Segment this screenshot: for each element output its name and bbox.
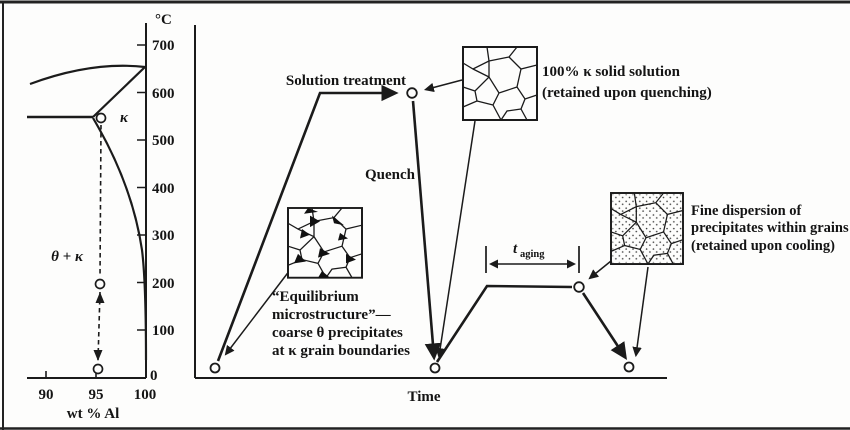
aging-temp-point — [94, 278, 106, 290]
annotation-line: at κ grain boundaries — [272, 343, 410, 359]
y-tick-400: 400 — [152, 181, 175, 197]
phase-diagram: °C 700 600 500 400 300 200 100 0 90 95 1… — [27, 12, 175, 422]
y-tick-700: 700 — [152, 38, 175, 54]
arrow-fine-box-to-final-point — [632, 266, 649, 358]
theta-precipitates — [294, 208, 356, 278]
quenched-point — [429, 362, 441, 374]
solid-solution-annotation: 100% κ solid solution (retained upon que… — [542, 64, 712, 101]
heatup-and-solution-plateau — [216, 84, 399, 362]
solution-treatment-point — [406, 87, 418, 99]
alloy-composition-path — [92, 112, 107, 375]
aging-time-marker — [485, 246, 580, 273]
annotation-line: precipitates within grains — [691, 220, 849, 236]
solution-treatment-label: Solution treatment — [286, 73, 406, 89]
equilibrium-microstructure-image — [287, 207, 363, 279]
fine-dispersion-annotation: Fine dispersion of precipitates within g… — [691, 203, 849, 254]
theta-kappa-region-label: θ + κ — [51, 249, 84, 265]
x-tick-95: 95 — [89, 387, 104, 403]
annotation-line: Fine dispersion of — [691, 203, 802, 219]
time-chart-axes — [194, 25, 667, 379]
precipitate-stipple — [612, 194, 682, 263]
y-tick-100: 100 — [152, 323, 175, 339]
quench-arrowhead-down — [93, 350, 103, 361]
annotation-line: (retained upon quenching) — [542, 85, 712, 101]
y-tick-500: 500 — [152, 133, 175, 149]
grain-boundaries — [610, 192, 684, 265]
solidus-line — [92, 66, 146, 118]
quench-label: Quench — [365, 167, 416, 183]
final-point — [623, 361, 635, 373]
temperature-profile — [216, 84, 627, 363]
reheat-arrowhead-up — [95, 292, 105, 303]
x-tick-100: 100 — [134, 387, 157, 403]
y-axis-unit-label: °C — [155, 12, 172, 28]
y-tick-200: 200 — [152, 276, 175, 292]
callout-arrows — [224, 79, 649, 359]
grain-boundaries — [462, 46, 538, 121]
x-tick-90: 90 — [39, 387, 54, 403]
arrow-equilibrium-to-start — [224, 269, 291, 356]
solvus-curve — [92, 117, 148, 361]
t-aging-label: t — [513, 241, 518, 257]
annotation-line: coarse θ precipitates — [272, 325, 403, 341]
phase-diagram-axes — [27, 23, 147, 379]
start-point — [209, 362, 221, 374]
x-axis-label: wt % Al — [67, 406, 120, 422]
solution-temp-point — [95, 112, 107, 124]
annotation-line: (retained upon cooling) — [691, 238, 835, 254]
final-cool-segment — [581, 292, 627, 361]
annotation-line: “Equilibrium — [272, 289, 359, 305]
reheat-and-aging-plateau — [435, 284, 573, 363]
solid-solution-microstructure-image — [462, 46, 538, 121]
fine-dispersion-microstructure-image — [610, 192, 684, 266]
room-temp-point — [92, 363, 104, 375]
liquidus-curve — [29, 64, 146, 86]
arrow-kappa-box-to-solution-point — [423, 79, 463, 93]
annotation-line: microstructure”— — [272, 307, 392, 323]
kappa-region-label: κ — [120, 110, 129, 126]
aging-end-point — [573, 281, 585, 293]
quench-segment — [411, 100, 442, 361]
y-tick-600: 600 — [152, 86, 175, 102]
annotation-line: 100% κ solid solution — [542, 64, 681, 80]
time-axis-label: Time — [407, 389, 440, 405]
y-tick-300: 300 — [152, 228, 175, 244]
heat-treatment-chart: Solution treatment Quench Time t aging — [194, 25, 667, 405]
equilibrium-annotation: “Equilibrium microstructure”— coarse θ p… — [272, 289, 410, 359]
phase-boundaries — [27, 64, 148, 361]
state-points — [209, 87, 635, 374]
arrow-fine-box-to-aging-point — [588, 260, 612, 280]
arrow-kappa-box-to-quenched-point — [435, 120, 476, 359]
t-aging-subscript: aging — [520, 249, 545, 260]
y-tick-0: 0 — [150, 368, 158, 384]
